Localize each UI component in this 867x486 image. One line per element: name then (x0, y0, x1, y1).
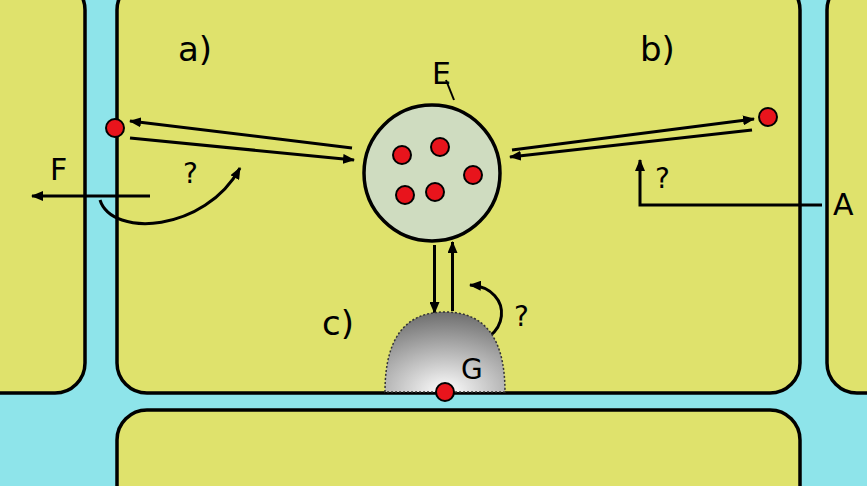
node-label: E (432, 59, 451, 89)
part-label: a) (178, 32, 212, 66)
bottom-cell (117, 410, 800, 486)
transport-arrows (32, 80, 822, 345)
central-cell (117, 0, 800, 393)
node-shape (385, 312, 505, 392)
vesicle-circle: E (362, 103, 502, 243)
transport-arrow (451, 242, 454, 311)
right-cell (827, 0, 867, 393)
transport-arrow (433, 245, 436, 313)
substance-label: A (833, 190, 854, 220)
question-mark: ? (183, 160, 198, 188)
question-mark: ? (514, 303, 529, 331)
question-mark: ? (655, 165, 670, 193)
substance-label: F (50, 155, 67, 185)
part-label: b) (640, 32, 675, 66)
node-label: G (461, 356, 483, 384)
node-shape (362, 103, 502, 243)
dome-structure: G (385, 312, 505, 392)
part-label: c) (322, 306, 354, 340)
